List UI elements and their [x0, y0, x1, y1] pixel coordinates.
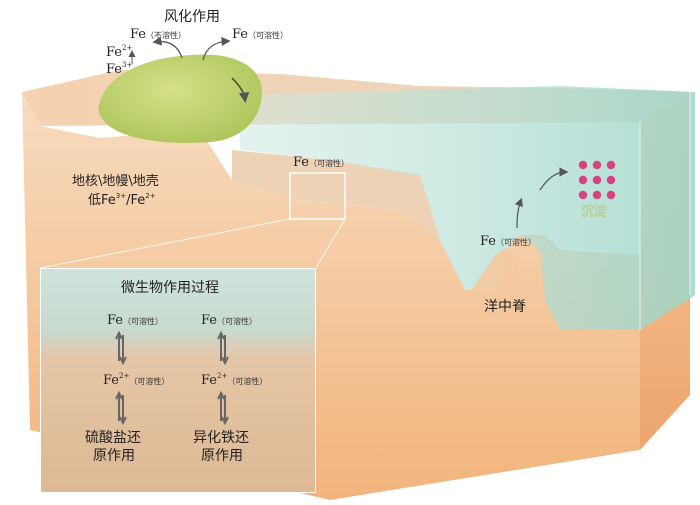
col2-process-line1: 异化铁还: [193, 430, 249, 446]
zoom-connector: [39, 218, 346, 269]
fe-symbol: Fe: [130, 27, 147, 42]
weathering-title: 风化作用: [164, 9, 220, 25]
col1-fe-top: Fe（可溶性）: [107, 311, 163, 327]
fe2-label: Fe2+: [106, 44, 133, 60]
soluble-note: （可溶性）: [217, 317, 258, 326]
fe-symbol: Fe: [106, 62, 123, 77]
col2-equilibrium-arrow-bottom: [217, 391, 229, 425]
col2-fe-mid: Fe2+（可溶性）: [201, 371, 268, 388]
col2-equilibrium-arrow-top: [217, 331, 229, 365]
col1-process-line1: 硫酸盐还: [85, 430, 141, 446]
inset-title: 微生物作用过程: [121, 280, 219, 296]
col1-process-line2: 原作用: [93, 448, 135, 464]
soluble-note: （可溶性）: [123, 317, 164, 326]
ridge-arrow-up: [514, 197, 523, 229]
fe-symbol: Fe: [107, 313, 124, 328]
soluble-note: （可溶性）: [248, 31, 289, 40]
sediment-dots: [578, 160, 616, 200]
charge: 2+: [217, 372, 228, 380]
crust-label-line1: 地核\地幔\地壳: [72, 174, 159, 189]
weathering-arrow-right: [202, 36, 231, 61]
insoluble-note: （不溶性）: [146, 31, 187, 40]
col1-fe-mid: Fe2+（可溶性）: [103, 371, 170, 388]
microbial-process-inset: 微生物作用过程 Fe（可溶性） Fe2+（可溶性） 硫酸盐还 原作用 Fe（可溶…: [40, 268, 316, 493]
soluble-note: （可溶性）: [496, 238, 537, 247]
weathering-arrow-left: [152, 36, 183, 59]
hill-rotation-arrow: [231, 77, 250, 103]
fe-symbol: Fe: [201, 373, 218, 388]
charge: 3+: [122, 61, 133, 69]
sediment-dot: [578, 175, 588, 185]
crust-text: /Fe: [126, 193, 146, 208]
soluble-note: （可溶性）: [309, 159, 350, 168]
fe-symbol: Fe: [232, 27, 249, 42]
ridge-label: 洋中脊: [484, 299, 526, 315]
crust-text: 低Fe: [88, 193, 116, 208]
sediment-dot: [592, 175, 602, 185]
sediment-dot: [606, 175, 616, 185]
sediment-dot: [606, 190, 616, 200]
ridge-fe-label: Fe（可溶性）: [480, 232, 536, 248]
fe-symbol: Fe: [201, 313, 218, 328]
weathering-fe-soluble: Fe（可溶性）: [232, 25, 288, 41]
charge: 2+: [145, 192, 156, 200]
fe-symbol: Fe: [103, 373, 120, 388]
col1-equilibrium-arrow-top: [115, 331, 127, 365]
zoom-highlight-box: [289, 172, 346, 220]
sediment-dot: [578, 160, 588, 170]
sediment-dot: [578, 190, 588, 200]
soluble-note: （可溶性）: [227, 377, 268, 386]
charge: 3+: [115, 192, 127, 200]
weathering-hill: [98, 54, 262, 143]
col2-fe-top: Fe（可溶性）: [201, 311, 257, 327]
sediment-arrow: [539, 167, 569, 191]
sediment-dot: [606, 160, 616, 170]
crust-label-line2: 低Fe3+/Fe2+: [88, 192, 156, 208]
sediment-label: 沉淀: [581, 205, 608, 220]
weathering-fe-insoluble: Fe（不溶性）: [130, 25, 186, 41]
fe-symbol: Fe: [480, 234, 497, 249]
charge: 2+: [122, 44, 133, 52]
ocean-edge: [639, 92, 691, 330]
fe-symbol: Fe: [293, 155, 310, 170]
sediment-dot: [592, 160, 602, 170]
col1-equilibrium-arrow-bottom: [115, 391, 127, 425]
soluble-note: （可溶性）: [129, 377, 170, 386]
charge: 2+: [119, 372, 130, 380]
ridge-peak: [470, 248, 535, 300]
sediment-dot: [592, 190, 602, 200]
shelf-fe-label: Fe（可溶性）: [293, 153, 349, 169]
fe3-label: Fe3+: [106, 61, 133, 77]
fe-symbol: Fe: [106, 45, 123, 60]
col2-process-line2: 原作用: [201, 448, 243, 464]
shelf-slope: [232, 150, 440, 240]
ocean-water: [240, 86, 695, 330]
